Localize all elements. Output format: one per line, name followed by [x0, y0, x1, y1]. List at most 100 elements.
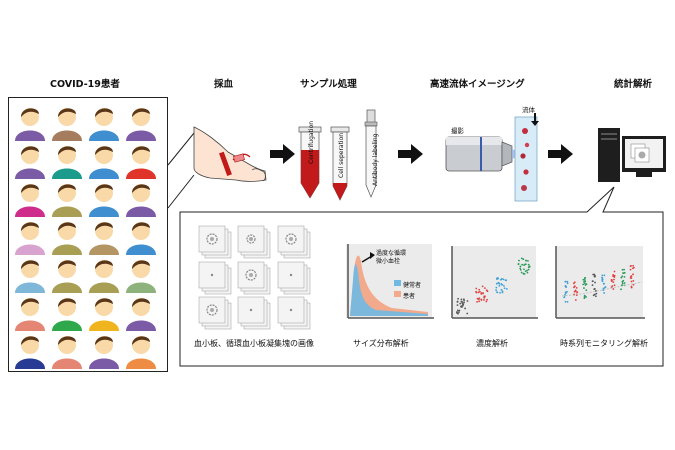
data-point — [632, 264, 635, 267]
data-point — [629, 265, 632, 268]
data-point — [519, 268, 522, 271]
patient-icon — [89, 336, 119, 369]
patient-icon — [126, 146, 156, 179]
data-point — [499, 291, 501, 294]
data-point — [603, 274, 606, 277]
data-point — [582, 278, 585, 281]
data-point — [612, 288, 615, 290]
patient-icon — [52, 146, 82, 179]
data-point — [495, 289, 498, 292]
data-point — [612, 275, 614, 278]
data-point — [497, 281, 500, 284]
image-stack — [277, 261, 311, 295]
blood-draw-header: 採血 — [214, 79, 234, 90]
antibody-tube — [364, 109, 378, 198]
data-point — [520, 257, 523, 260]
patient-icon — [126, 108, 156, 141]
callout-line-top — [167, 132, 195, 166]
data-point — [502, 278, 505, 281]
data-point — [621, 268, 624, 271]
data-point — [475, 287, 478, 290]
data-point — [484, 287, 486, 290]
data-point — [602, 282, 605, 285]
annotation-arrow-head-icon — [370, 252, 375, 259]
patient-icon — [15, 222, 45, 255]
patient-icon — [126, 184, 156, 217]
trend-line — [561, 281, 643, 297]
data-point — [620, 288, 622, 291]
data-point — [503, 287, 506, 290]
data-point — [595, 292, 598, 295]
size-distribution-chart — [346, 244, 434, 319]
patient-icon — [126, 298, 156, 331]
data-point — [623, 268, 625, 271]
caption-concentration: 濃度解析 — [476, 339, 508, 348]
data-point — [613, 284, 616, 287]
data-point — [583, 297, 586, 300]
data-point — [476, 300, 478, 303]
data-point — [573, 286, 575, 289]
data-point — [524, 270, 527, 273]
image-stack — [198, 225, 232, 259]
image-stack — [237, 296, 271, 330]
platelet-image-stacks — [198, 225, 311, 330]
data-point — [564, 280, 567, 283]
tube-label-antibody: Antibody labeling — [372, 133, 379, 186]
flow-channel — [514, 116, 538, 202]
data-point — [574, 299, 577, 301]
data-point — [630, 280, 633, 283]
data-point — [482, 292, 484, 295]
data-point — [518, 259, 520, 262]
legend-patient: 患者 — [403, 293, 416, 300]
patient-icon — [52, 336, 82, 369]
patient-icon — [15, 184, 45, 217]
fluid-label: 流体 — [522, 106, 535, 114]
data-point — [591, 284, 594, 287]
patient-icon — [15, 336, 45, 369]
computer-illustration — [598, 128, 666, 182]
patient-icon — [89, 260, 119, 293]
data-point — [575, 286, 578, 289]
data-point — [621, 280, 624, 283]
data-point — [495, 286, 498, 289]
patient-grid-frame — [8, 97, 168, 372]
chart-background — [556, 246, 643, 318]
data-point — [464, 307, 467, 310]
data-point — [591, 280, 594, 283]
data-point — [526, 269, 528, 272]
data-point — [461, 304, 464, 307]
data-point — [623, 276, 626, 278]
legend-healthy: 健常者 — [403, 282, 422, 289]
legend-patient-swatch — [394, 291, 401, 297]
data-point — [564, 285, 567, 287]
patient-grid — [15, 108, 156, 369]
centrifuge-tube — [298, 126, 322, 199]
data-point — [480, 292, 483, 294]
separation-tube — [330, 126, 350, 201]
data-point — [527, 263, 530, 266]
legend-healthy-swatch — [394, 280, 401, 286]
data-point — [632, 283, 635, 286]
patient-icon — [89, 108, 119, 141]
data-point — [456, 304, 459, 307]
imaging-header: 高速流体イメージング — [430, 79, 525, 90]
data-point — [620, 276, 623, 279]
data-point — [632, 273, 634, 276]
data-point — [480, 299, 483, 301]
data-point — [527, 266, 530, 268]
data-point — [585, 283, 588, 286]
data-point — [519, 265, 522, 268]
data-point — [485, 289, 488, 292]
patient-icon — [15, 146, 45, 179]
patient-icon — [52, 222, 82, 255]
patient-icon — [89, 222, 119, 255]
data-point — [521, 263, 524, 266]
data-point — [613, 278, 615, 281]
data-point — [601, 278, 604, 281]
data-point — [463, 299, 465, 302]
data-point — [610, 280, 613, 282]
data-point — [566, 282, 569, 285]
data-point — [593, 288, 596, 291]
patient-icon — [52, 298, 82, 331]
data-point — [520, 271, 523, 274]
